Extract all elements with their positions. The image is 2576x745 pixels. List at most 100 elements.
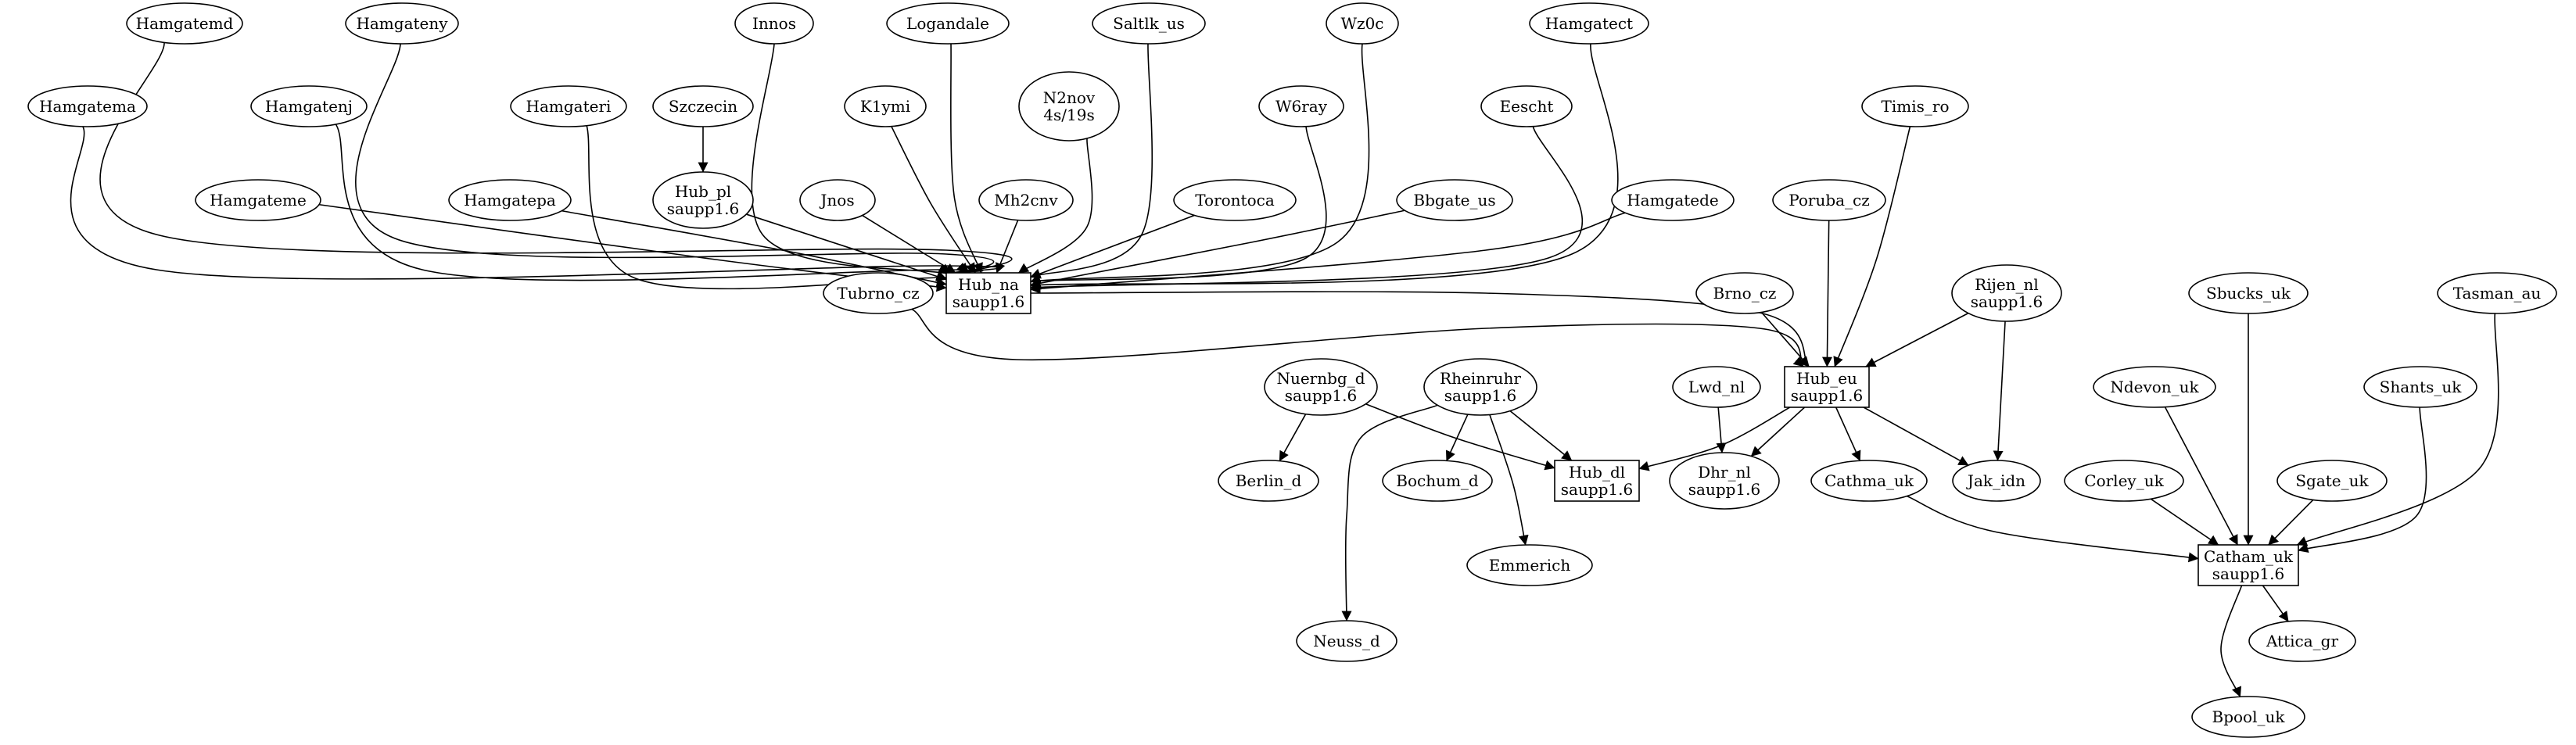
node-label: Rijen_nl <box>1975 275 2039 294</box>
node-ellipse <box>2248 620 2356 662</box>
edge-logandale-to-hub_na <box>949 31 983 274</box>
node-szczecin[interactable]: Szczecin <box>652 85 754 127</box>
edge-rheinruhr-to-hub_dl <box>1509 410 1573 461</box>
node-tasman_au[interactable]: Tasman_au <box>2437 272 2557 314</box>
node-hamgatema[interactable]: Hamgatema <box>27 85 148 127</box>
node-hamgatemd[interactable]: Hamgatemd <box>126 2 243 45</box>
node-label: K1ymi <box>860 97 910 116</box>
node-ellipse <box>1396 179 1513 221</box>
edge-sgate_uk-to-catham_uk <box>2268 499 2314 546</box>
node-eescht[interactable]: Eescht <box>1480 85 1573 127</box>
node-label: Szczecin <box>669 97 737 116</box>
node-tubrno_cz[interactable]: Tubrno_cz <box>823 272 934 314</box>
node-brno_cz[interactable]: Brno_cz <box>1695 272 1794 314</box>
node-label: Dhr_nl <box>1698 463 1751 482</box>
node-shants_uk[interactable]: Shants_uk <box>2363 366 2477 408</box>
node-corley_uk[interactable]: Corley_uk <box>2064 460 2184 502</box>
node-ellipse <box>1258 85 1344 127</box>
edge-hamgateri-to-hub_na <box>582 113 967 290</box>
node-torontoca[interactable]: Torontoca <box>1173 179 1297 221</box>
node-label: Cathma_uk <box>1824 471 1914 490</box>
node-cathma_uk[interactable]: Cathma_uk <box>1810 460 1928 502</box>
node-logandale[interactable]: Logandale <box>886 2 1010 45</box>
node-label: Hub_pl <box>675 182 731 201</box>
node-hamgateme[interactable]: Hamgateme <box>195 179 321 221</box>
node-label: saupp1.6 <box>2212 564 2284 583</box>
node-label: Hub_dl <box>1569 463 1625 482</box>
node-box <box>2197 544 2299 586</box>
node-label: Shants_uk <box>2380 378 2463 396</box>
edge-poruba_cz-to-hub_eu <box>1821 220 1832 367</box>
node-label: Rheinruhr <box>1440 369 1521 388</box>
node-mh2cnv[interactable]: Mh2cnv <box>978 179 1074 221</box>
node-label: Jnos <box>819 191 854 210</box>
node-ellipse <box>1669 452 1780 510</box>
node-bpool_uk[interactable]: Bpool_uk <box>2191 696 2305 738</box>
node-ellipse <box>1810 460 1928 502</box>
node-ellipse <box>978 179 1074 221</box>
node-label: saupp1.6 <box>667 199 739 218</box>
node-innos[interactable]: Innos <box>734 2 814 45</box>
node-ellipse <box>1951 264 2062 322</box>
edge-torontoca-to-hub_na <box>1030 214 1195 279</box>
node-ellipse <box>1772 179 1886 221</box>
node-hamgatede[interactable]: Hamgatede <box>1611 179 1735 221</box>
node-jak_idn[interactable]: Jak_idn <box>1952 460 2041 502</box>
node-sgate_uk[interactable]: Sgate_uk <box>2276 460 2388 502</box>
node-hamgateny[interactable]: Hamgateny <box>345 2 459 45</box>
node-label: Hamgatemd <box>136 14 234 33</box>
node-hamgatepa[interactable]: Hamgatepa <box>448 179 572 221</box>
node-timis_ro[interactable]: Timis_ro <box>1861 85 1969 127</box>
node-jnos[interactable]: Jnos <box>799 179 876 221</box>
node-attica_gr[interactable]: Attica_gr <box>2248 620 2356 662</box>
node-box <box>945 272 1031 314</box>
node-label: Lwd_nl <box>1688 378 1745 396</box>
node-lwd_nl[interactable]: Lwd_nl <box>1672 366 1761 408</box>
node-label: Poruba_cz <box>1788 191 1870 210</box>
node-wz0c[interactable]: Wz0c <box>1326 2 1399 45</box>
node-label: Hub_na <box>958 275 1019 294</box>
edge-rheinruhr-to-neuss_d <box>1341 404 1438 621</box>
node-ndevon_uk[interactable]: Ndevon_uk <box>2093 366 2216 408</box>
node-label: Hamgateri <box>526 97 612 116</box>
node-emmerich[interactable]: Emmerich <box>1466 544 1593 586</box>
edges-layer <box>70 27 2499 697</box>
node-label: saupp1.6 <box>953 292 1024 311</box>
node-ellipse <box>1264 358 1378 416</box>
node-label: Sgate_uk <box>2295 471 2369 490</box>
node-label: Hamgatema <box>39 97 136 116</box>
edge-mh2cnv-to-hub_na <box>996 220 1019 274</box>
node-sbucks_uk[interactable]: Sbucks_uk <box>2188 272 2309 314</box>
node-w6ray[interactable]: W6ray <box>1258 85 1344 127</box>
node-ellipse <box>652 171 754 229</box>
node-ellipse <box>799 179 876 221</box>
edge-hamgatede-to-hub_na <box>1030 212 1626 294</box>
node-hamgatenj[interactable]: Hamgatenj <box>250 85 368 127</box>
node-saltlk_us[interactable]: Saltlk_us <box>1092 2 1206 45</box>
node-k1ymi[interactable]: K1ymi <box>844 85 927 127</box>
edge-hub_na-to-hub_eu <box>1030 291 1810 367</box>
node-berlin_d[interactable]: Berlin_d <box>1218 460 1319 502</box>
node-hamgateri[interactable]: Hamgateri <box>510 85 627 127</box>
edge-wz0c-to-hub_na <box>1008 28 1370 285</box>
node-hamgatect[interactable]: Hamgatect <box>1529 2 1649 45</box>
node-ellipse <box>1672 366 1761 408</box>
node-label: Innos <box>752 14 796 33</box>
node-box <box>1554 460 1640 502</box>
node-poruba_cz[interactable]: Poruba_cz <box>1772 179 1886 221</box>
node-bbgate_us[interactable]: Bbgate_us <box>1396 179 1513 221</box>
node-neuss_d[interactable]: Neuss_d <box>1296 620 1397 662</box>
node-ellipse <box>1326 2 1399 45</box>
node-bochum_d[interactable]: Bochum_d <box>1382 460 1493 502</box>
